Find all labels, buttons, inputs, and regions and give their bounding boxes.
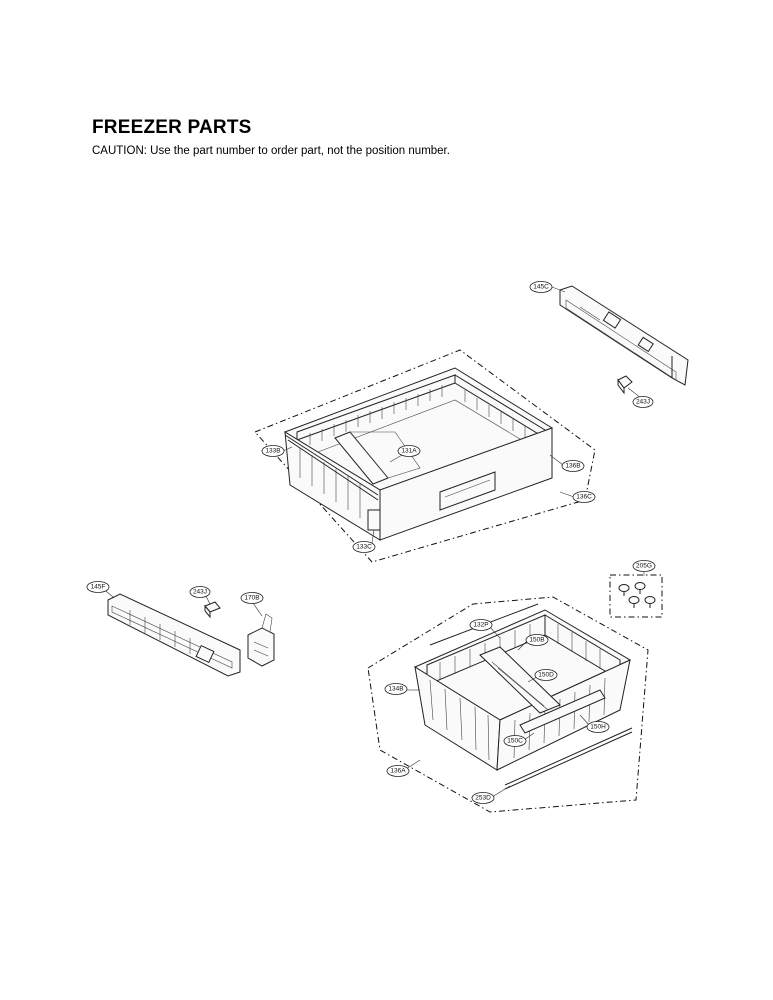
svg-text:150D: 150D	[538, 672, 554, 679]
callout-145C: 145C	[529, 281, 553, 293]
callout-243J-left: 243J	[189, 586, 211, 598]
svg-text:150H: 150H	[590, 724, 606, 731]
svg-text:170B: 170B	[244, 595, 259, 602]
callout-243J-top: 243J	[632, 396, 654, 408]
svg-text:145F: 145F	[91, 584, 106, 591]
svg-text:133B: 133B	[265, 448, 280, 455]
svg-text:205G: 205G	[636, 563, 652, 570]
svg-text:243J: 243J	[636, 399, 650, 406]
callout-136B: 136B	[561, 460, 585, 472]
svg-text:131A: 131A	[401, 448, 417, 455]
svg-text:150B: 150B	[529, 637, 544, 644]
svg-text:243J: 243J	[193, 589, 207, 596]
svg-text:134B: 134B	[388, 686, 403, 693]
svg-text:136A: 136A	[390, 768, 406, 775]
callout-134B: 134B	[384, 683, 408, 695]
svg-text:136B: 136B	[565, 463, 580, 470]
callout-136C: 136C	[572, 491, 596, 503]
callout-205G: 205G	[632, 560, 656, 572]
svg-text:145C: 145C	[533, 284, 549, 291]
svg-text:253D: 253D	[475, 795, 491, 802]
rail-145C	[559, 285, 689, 386]
callout-133C: 133C	[352, 541, 376, 553]
callout-150D: 150D	[534, 669, 558, 681]
upper-drawer-group-boundary	[254, 349, 596, 563]
rail-253D	[504, 727, 633, 786]
caps-205G	[609, 574, 663, 618]
svg-text:132P: 132P	[473, 622, 488, 629]
lower-basket-group-boundary	[367, 596, 649, 813]
callout-136A: 136A	[386, 765, 410, 777]
svg-text:133C: 133C	[356, 544, 372, 551]
svg-text:150C: 150C	[507, 738, 523, 745]
page-title: FREEZER PARTS	[92, 117, 252, 138]
callout-253D: 253D	[471, 792, 495, 804]
caution-note: CAUTION: Use the part number to order pa…	[92, 145, 450, 157]
rail-145F	[107, 593, 241, 677]
callout-132P: 132P	[469, 619, 493, 631]
callout-150B: 150B	[525, 634, 549, 646]
stopper-243J-left	[204, 601, 221, 619]
callout-150H: 150H	[586, 721, 610, 733]
lower-basket-134B	[413, 609, 632, 771]
callout-170B: 170B	[240, 592, 264, 604]
bracket-170B	[247, 613, 275, 667]
svg-text:136C: 136C	[576, 494, 592, 501]
upper-drawer-136B	[283, 367, 554, 541]
callout-131A: 131A	[397, 445, 421, 457]
callout-150C: 150C	[503, 735, 527, 747]
callout-145F: 145F	[86, 581, 110, 593]
stopper-243J-top	[617, 375, 633, 395]
callout-133B: 133B	[261, 445, 285, 457]
